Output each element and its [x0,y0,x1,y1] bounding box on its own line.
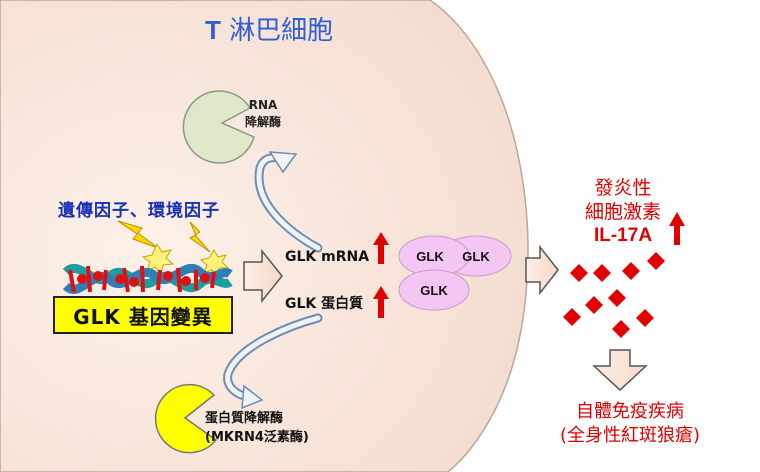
protein-enzyme-line1: 蛋白質降解酶 [205,411,284,426]
cell-title: T 淋巴細胞 [205,10,333,47]
cytokine-diamond [636,309,654,327]
cytokine-diamond [647,252,665,270]
cytokine-diamond [608,289,626,307]
disease-line1: 自體免疫疾病 [576,401,685,422]
rna-enzyme-line1: RNA [248,98,278,112]
disease-line2: (全身性紅斑狼瘡) [560,425,701,446]
glk-protein-label-2: GLK [420,283,448,298]
cell-title-letter: T [205,15,221,45]
cytokine-diamond [585,296,603,314]
cytokine-line3: IL-17A [593,225,653,246]
cytokine-line1: 發炎性 [594,177,652,199]
rna-enzyme-line2: 降解酶 [245,115,282,129]
protein-enzyme-line2: (MKRN4泛素酶) [205,430,309,445]
process-arrow-3 [592,349,648,392]
t-cell-body [0,0,529,472]
cytokine-diamond [612,320,630,338]
dna-helix-icon [62,263,233,294]
curved-arrowhead-down [241,384,264,410]
cell-title-text: 淋巴細胞 [229,16,334,46]
glk-protein-3 [398,269,470,311]
glk-protein-label-1: GLK [462,249,490,264]
protein-degrading-enzyme-icon [154,383,218,454]
protein-enzyme-label: 蛋白質降解酶 (MKRN4泛素酶) [205,409,309,447]
causal-factors-label: 遺傳因子、環境因子 [58,201,220,221]
rna-enzyme-label: RNA 降解酶 [245,97,281,131]
process-arrow-1 [243,248,283,304]
cytokine-line2: 細胞激素 [585,201,662,223]
glk-protein-label-0: GLK [416,249,444,264]
glk-protein-label: GLK 蛋白質 [285,296,364,312]
mrna-increase-arrow [373,232,389,264]
cytokine-label: 發炎性 細胞激素 IL-17A [585,176,661,248]
cytokine-diamond [563,308,581,326]
cytokine-increase-arrow [669,212,685,245]
glk-variant-box: GLK 基因變異 [53,296,233,334]
process-arrow-2 [525,244,559,296]
disease-label: 自體免疫疾病 (全身性紅斑狼瘡) [560,400,700,448]
protein-increase-arrow [373,286,389,318]
lightning-bolt-icon-2 [189,221,211,253]
glk-mrna-label: GLK mRNA [285,249,370,265]
cytokine-diamond [593,264,611,282]
curved-arrowhead-up [268,151,298,174]
glk-variant-label: GLK 基因變異 [73,304,213,329]
cytokine-molecules [563,252,665,338]
rna-degrading-enzyme-icon [182,90,255,164]
cytokine-diamond [570,264,588,282]
cytokine-diamond [622,262,640,280]
